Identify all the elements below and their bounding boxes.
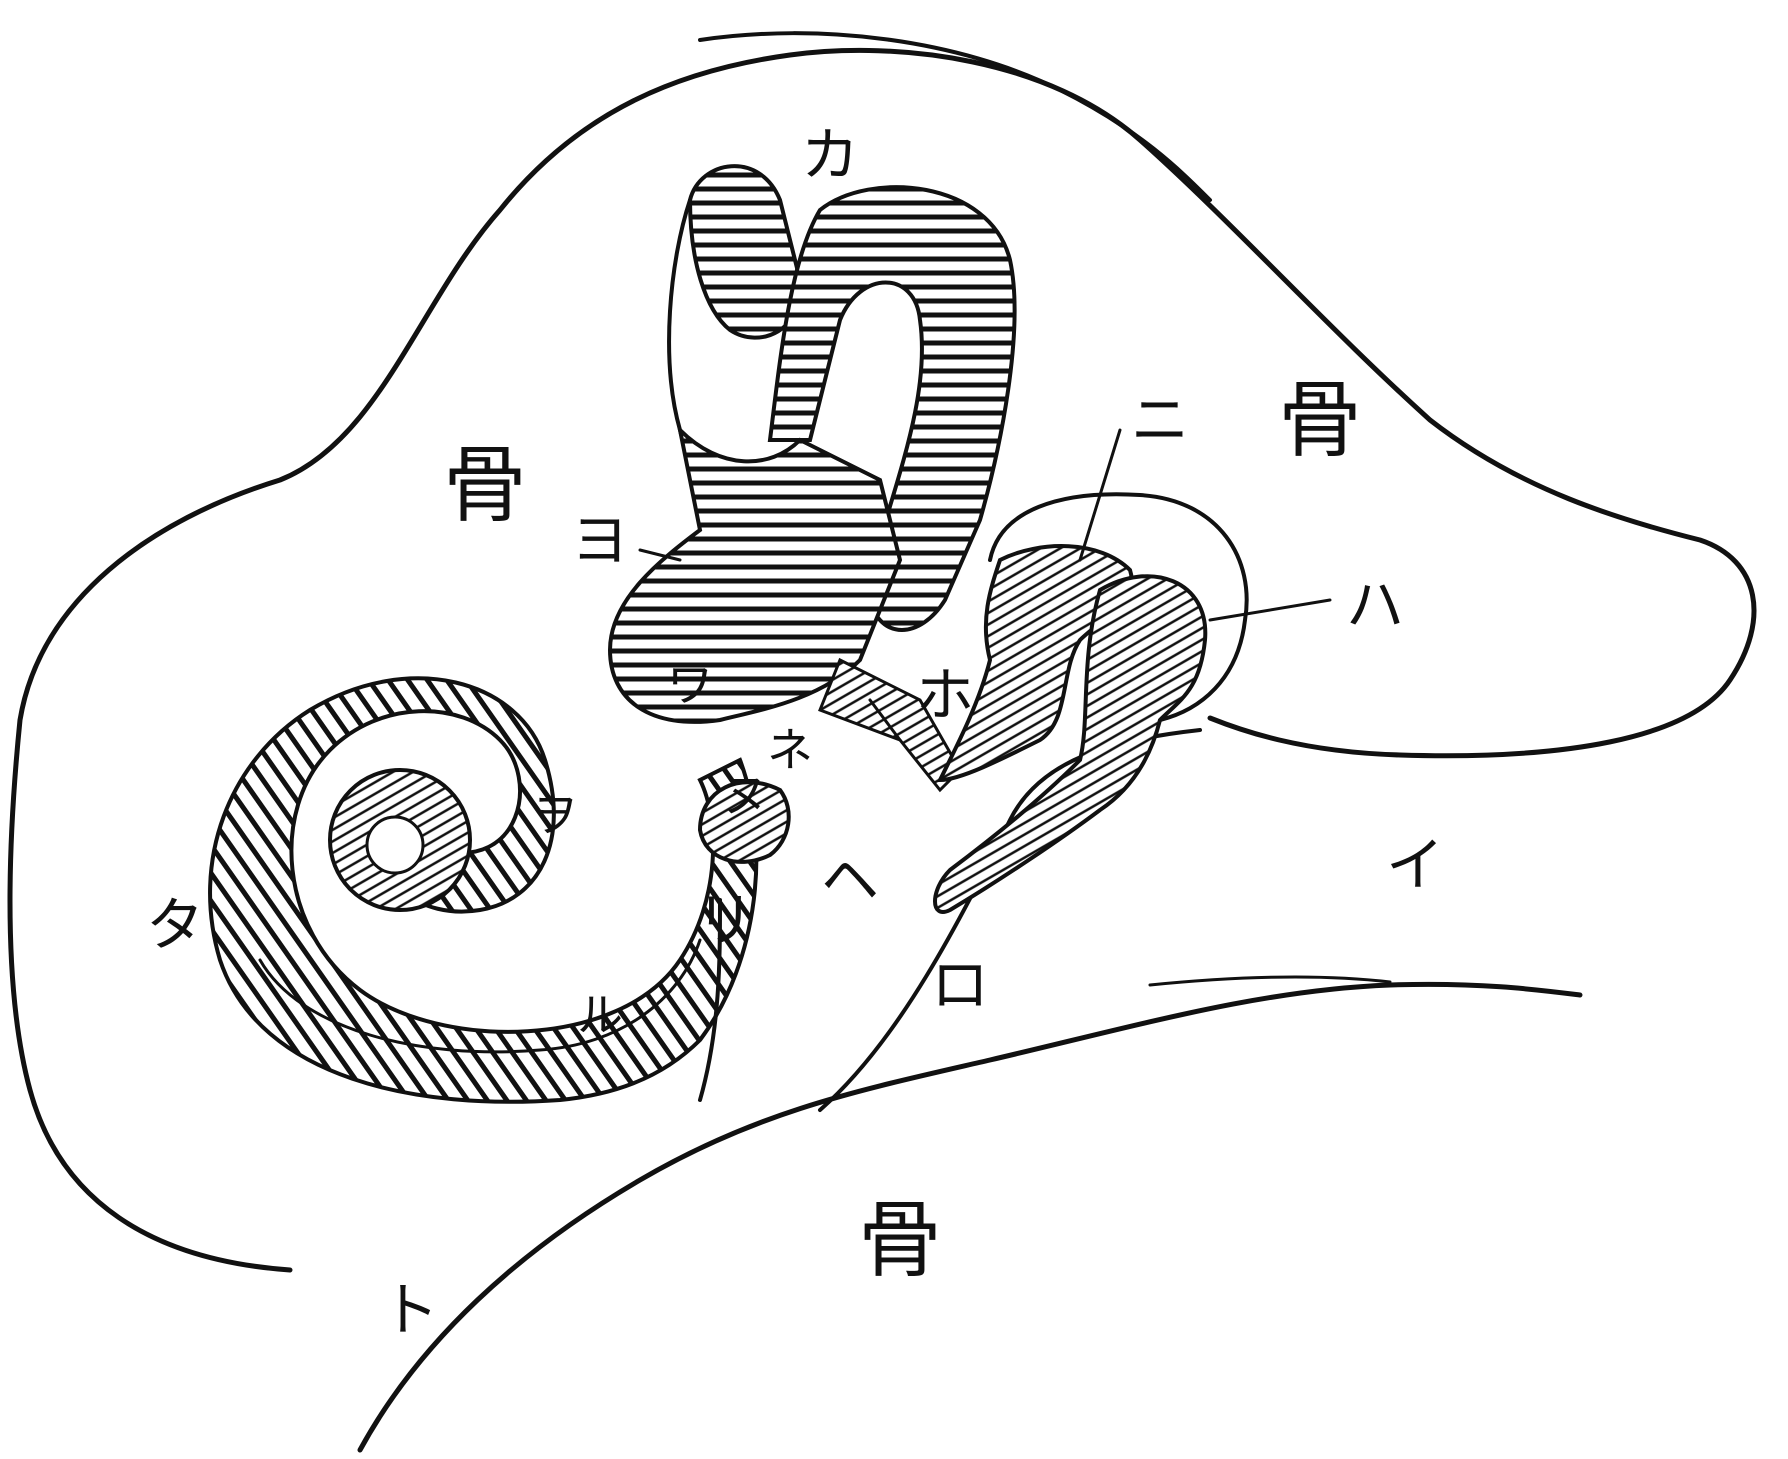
- label-ho: ホ: [916, 661, 974, 729]
- label-nu: ヌ: [722, 768, 768, 822]
- label-wa: ワ: [667, 658, 713, 712]
- label-ta: タ: [146, 891, 204, 959]
- label-ro: ロ: [931, 951, 989, 1019]
- label-ha: ハ: [1346, 571, 1404, 639]
- label-ne: ネ: [767, 723, 813, 777]
- bone-label-left: 骨: [443, 436, 527, 534]
- ossicles: [935, 546, 1205, 912]
- cochlea: [210, 678, 756, 1101]
- bone-label-right: 骨: [1278, 371, 1362, 469]
- label-ka: カ: [801, 121, 859, 189]
- label-i: イ: [1386, 831, 1444, 899]
- label-ru: ル: [577, 988, 623, 1042]
- label-to: ト: [381, 1276, 439, 1344]
- label-ni: ニ: [1131, 386, 1189, 454]
- label-yo: ヨ: [571, 506, 629, 574]
- label-he: ヘ: [821, 846, 879, 914]
- bone-label-bottom: 骨: [858, 1191, 942, 1289]
- label-ri: リ: [696, 886, 754, 954]
- label-wo: ヲ: [532, 788, 578, 842]
